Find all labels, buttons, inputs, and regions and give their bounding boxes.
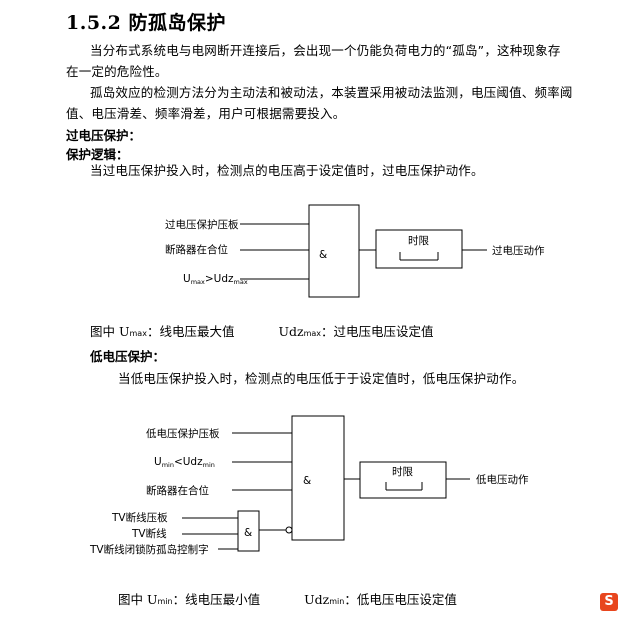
timer-label: 时限 — [392, 466, 413, 478]
input-label-under-voltage-plate: 低电压保护压板 — [146, 427, 220, 440]
input-label-breaker-closed: 断路器在合位 — [146, 484, 209, 497]
paragraph-detection-method: 孤岛效应的检测方法分为主动法和被动法，本装置采用被动法监测，电压阈值、频率阈 — [66, 82, 606, 103]
input-label-over-voltage-plate: 过电压保护压板 — [165, 218, 239, 231]
protection-logic-title: 保护逻辑： — [66, 147, 129, 162]
sub-input-label-tv-plate: TV断线压板 — [111, 511, 168, 524]
input-label-umax-condition: Umax>Udzmax — [183, 273, 248, 286]
input-label-umin-condition: Umin<Udzmin — [154, 456, 215, 469]
and-gate-box — [308, 204, 360, 298]
main-and-gate-symbol: & — [303, 475, 311, 487]
sub-input-label-tv-lock-control: TV断线闭锁防孤岛控制字 — [89, 543, 209, 556]
sub-and-gate-symbol: & — [244, 527, 252, 539]
input-label-breaker-closed: 断路器在合位 — [165, 243, 228, 256]
watermark-logo-icon: S — [600, 593, 618, 611]
sub-and-gate-box — [237, 510, 260, 552]
timer-box — [375, 229, 463, 269]
output-label-over-voltage: 过电压动作 — [492, 244, 545, 257]
text-line: 值、电压滑差、频率滑差，用户可根据需要投入。 — [66, 106, 346, 121]
output-label-under-voltage: 低电压动作 — [476, 473, 529, 486]
timer-label: 时限 — [408, 235, 429, 247]
section-heading: 1.5.2 防孤岛保护 — [66, 12, 227, 34]
text-line: 当分布式系统电与电网断开连接后，会出现一个仍能负荷电力的“孤岛”，这种现象存 — [90, 43, 561, 58]
paragraph-islanding-intro: 当分布式系统电与电网断开连接后，会出现一个仍能负荷电力的“孤岛”，这种现象存 — [66, 40, 606, 61]
inversion-bubble — [285, 526, 293, 534]
and-gate-symbol: & — [319, 249, 327, 261]
sub-input-label-tv-break: TV断线 — [131, 527, 167, 540]
over-voltage-title: 过电压保护： — [66, 128, 142, 143]
under-voltage-description: 当低电压保护投入时，检测点的电压低于于设定值时，低电压保护动作。 — [118, 371, 525, 386]
text-line: 孤岛效应的检测方法分为主动法和被动法，本装置采用被动法监测，电压阈值、频率阈 — [90, 85, 573, 100]
under-voltage-title: 低电压保护： — [90, 349, 166, 364]
over-voltage-description: 当过电压保护投入时，检测点的电压高于设定值时，过电压保护动作。 — [90, 163, 484, 178]
text-line: 在一定的危险性。 — [66, 64, 168, 79]
timer-box — [359, 461, 447, 499]
main-and-gate-box — [291, 415, 345, 541]
